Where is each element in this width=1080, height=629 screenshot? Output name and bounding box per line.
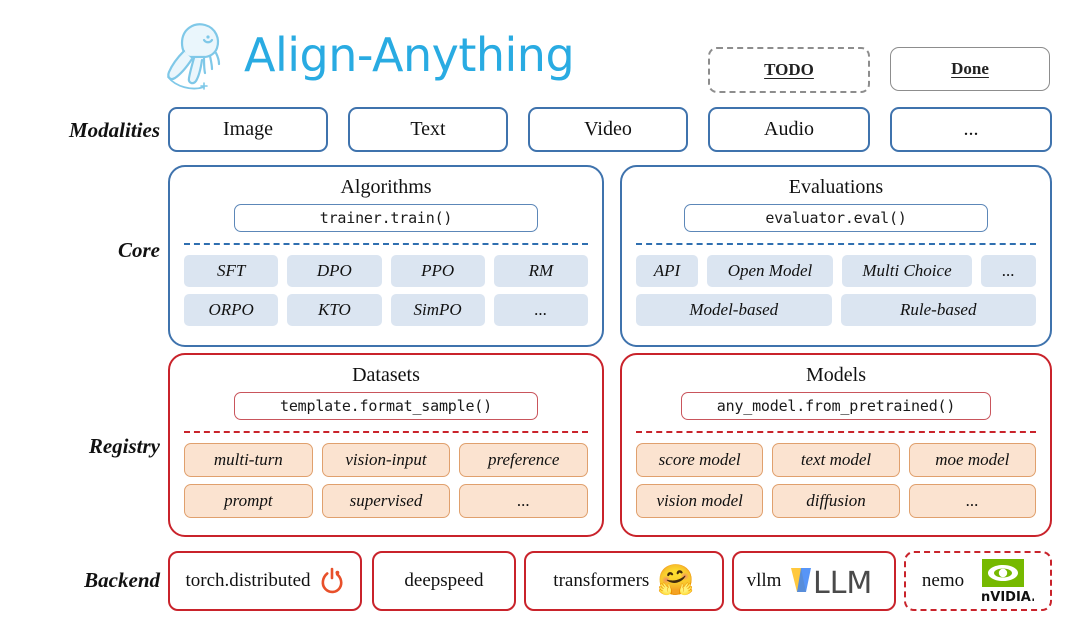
chip-rm[interactable]: RM <box>493 255 588 287</box>
panel-algorithms: Algorithms trainer.train() SFT DPO PPO R… <box>168 165 604 347</box>
row-label-backend: Backend <box>84 568 160 592</box>
chip-models-more[interactable]: ... <box>908 484 1036 518</box>
models-chip-row-1: score model text model moe model <box>636 443 1036 477</box>
panel-evaluations: Evaluations evaluator.eval() API Open Mo… <box>620 165 1052 347</box>
modality-image[interactable]: Image <box>168 107 328 152</box>
modality-video[interactable]: Video <box>528 107 688 152</box>
vllm-logo-icon: LLM <box>791 566 873 600</box>
chip-open-model[interactable]: Open Model <box>707 255 833 287</box>
chip-model-based[interactable]: Model-based <box>636 294 832 326</box>
row-label-registry: Registry <box>88 434 160 458</box>
models-code-pill[interactable]: any_model.from_pretrained() <box>681 392 991 420</box>
datasets-chip-grid: multi-turn vision-input preference promp… <box>170 443 602 518</box>
modality-more[interactable]: ... <box>890 107 1052 152</box>
backend-transformers[interactable]: transformers 🤗 <box>524 551 724 611</box>
chip-ppo[interactable]: PPO <box>390 255 485 287</box>
jellyfish-hand-logo-icon <box>167 23 221 90</box>
chip-vision-input[interactable]: vision-input <box>321 443 451 477</box>
svg-text:nVIDIA.: nVIDIA. <box>981 590 1034 604</box>
datasets-code-pill[interactable]: template.format_sample() <box>234 392 538 420</box>
backend-deepspeed[interactable]: deepspeed <box>372 551 516 611</box>
chip-score-model[interactable]: score model <box>636 443 764 477</box>
legend-todo-box[interactable]: TODO <box>708 47 870 93</box>
modality-audio[interactable]: Audio <box>708 107 870 152</box>
chip-dpo[interactable]: DPO <box>287 255 382 287</box>
datasets-chip-row-1: multi-turn vision-input preference <box>184 443 589 477</box>
chip-prompt[interactable]: prompt <box>184 484 313 518</box>
backend-torch-distributed[interactable]: torch.distributed <box>168 551 362 611</box>
chip-supervised[interactable]: supervised <box>321 484 451 518</box>
evaluations-chip-row-2: Model-based Rule-based <box>636 294 1036 326</box>
chip-algorithms-more[interactable]: ... <box>493 294 588 326</box>
backend-torch-label: torch.distributed <box>185 570 311 591</box>
chip-datasets-more[interactable]: ... <box>459 484 589 518</box>
chip-evaluations-more[interactable]: ... <box>981 255 1036 287</box>
chip-vision-model[interactable]: vision model <box>636 484 764 518</box>
evaluations-chip-row-1: API Open Model Multi Choice ... <box>636 255 1036 287</box>
chip-multi-choice[interactable]: Multi Choice <box>842 255 972 287</box>
panel-algorithms-title: Algorithms <box>340 176 432 198</box>
backend-nemo-label: nemo <box>921 570 965 591</box>
brand-title: Align-Anything <box>244 28 575 82</box>
panel-evaluations-title: Evaluations <box>788 176 884 198</box>
backend-vllm-label: vllm <box>746 570 782 591</box>
chip-kto[interactable]: KTO <box>287 294 382 326</box>
panel-models: Models any_model.from_pretrained() score… <box>620 353 1052 537</box>
backend-vllm[interactable]: vllm LLM <box>732 551 896 611</box>
algorithms-divider <box>184 243 588 245</box>
models-divider <box>636 431 1036 433</box>
row-label-modalities: Modalities <box>68 118 160 142</box>
backend-nemo[interactable]: nemo nVIDIA. <box>904 551 1052 611</box>
datasets-chip-row-2: prompt supervised ... <box>184 484 589 518</box>
panel-datasets: Datasets template.format_sample() multi-… <box>168 353 604 537</box>
chip-sft[interactable]: SFT <box>184 255 279 287</box>
chip-simpo[interactable]: SimPO <box>390 294 485 326</box>
chip-text-model[interactable]: text model <box>772 443 900 477</box>
row-label-core: Core <box>118 238 160 262</box>
chip-moe-model[interactable]: moe model <box>908 443 1036 477</box>
algorithms-chip-grid: SFT DPO PPO RM ORPO KTO SimPO ... <box>170 255 602 326</box>
models-chip-row-2: vision model diffusion ... <box>636 484 1036 518</box>
legend-done-label: Done <box>951 59 989 78</box>
nvidia-logo-icon: nVIDIA. <box>981 559 1034 604</box>
modality-text[interactable]: Text <box>348 107 508 152</box>
legend-todo-label: TODO <box>764 60 814 79</box>
panel-datasets-title: Datasets <box>352 364 420 386</box>
datasets-divider <box>184 431 588 433</box>
svg-text:LLM: LLM <box>813 566 872 600</box>
panel-models-title: Models <box>806 364 866 386</box>
algorithms-code-pill[interactable]: trainer.train() <box>234 204 538 232</box>
chip-multi-turn[interactable]: multi-turn <box>184 443 313 477</box>
legend-done-box[interactable]: Done <box>890 47 1050 91</box>
brand-header: Align-Anything <box>160 12 720 98</box>
hugging-face-icon: 🤗 <box>657 564 695 597</box>
models-chip-grid: score model text model moe model vision … <box>622 443 1050 518</box>
chip-rule-based[interactable]: Rule-based <box>840 294 1036 326</box>
backend-transformers-label: transformers <box>553 570 650 591</box>
backend-deepspeed-label: deepspeed <box>404 570 484 591</box>
chip-api[interactable]: API <box>636 255 698 287</box>
chip-orpo[interactable]: ORPO <box>184 294 279 326</box>
evaluations-divider <box>636 243 1036 245</box>
chip-preference[interactable]: preference <box>459 443 589 477</box>
algorithms-chip-row-1: SFT DPO PPO RM <box>184 255 588 287</box>
pytorch-flame-icon <box>321 567 343 594</box>
evaluations-code-pill[interactable]: evaluator.eval() <box>684 204 988 232</box>
chip-diffusion[interactable]: diffusion <box>772 484 900 518</box>
algorithms-chip-row-2: ORPO KTO SimPO ... <box>184 294 588 326</box>
evaluations-chip-grid: API Open Model Multi Choice ... Model-ba… <box>622 255 1050 326</box>
